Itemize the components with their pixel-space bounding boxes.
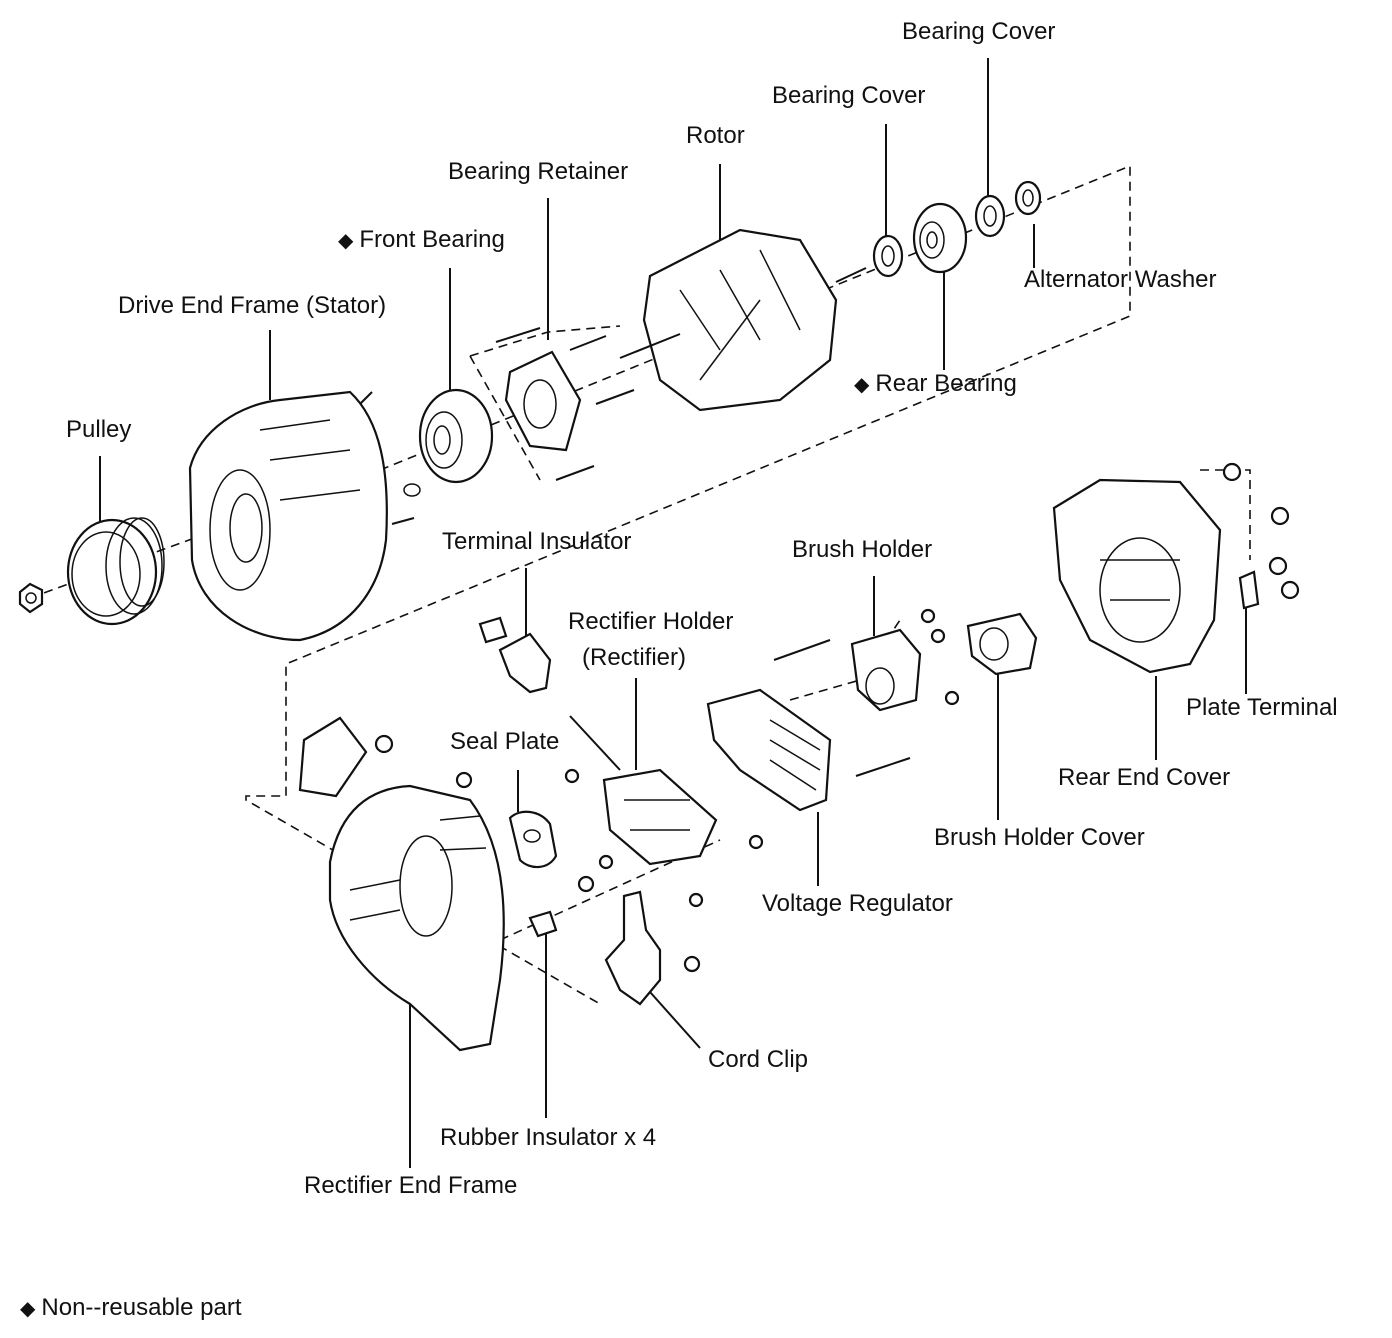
- label-rear-bearing: ◆Rear Bearing: [854, 370, 1017, 399]
- rectifier-end-frame-part: [298, 716, 595, 1052]
- non-reusable-icon: ◆: [20, 1298, 36, 1320]
- label-brush-holder: Brush Holder: [792, 536, 933, 563]
- legend-text: Non--reusable part: [41, 1294, 242, 1321]
- label-brush-holder-cover: Brush Holder Cover: [934, 824, 1145, 851]
- label-front-bearing: ◆Front Bearing: [338, 226, 505, 255]
- label-alternator-washer: Alternator Washer: [1024, 266, 1217, 293]
- legend: ◆Non--reusable part: [20, 1294, 242, 1323]
- label-rectifier-end-frame: Rectifier End Frame: [304, 1172, 518, 1199]
- label-cord-clip: Cord Clip: [708, 1046, 809, 1073]
- label-drive-end-frame: Drive End Frame (Stator): [118, 292, 387, 319]
- non-reusable-icon: ◆: [338, 230, 354, 252]
- non-reusable-icon: ◆: [854, 374, 870, 396]
- brush-holder-part: [773, 608, 960, 712]
- rotor-part: [619, 228, 867, 412]
- label-front-bearing-text: Front Bearing: [359, 226, 505, 253]
- rectifier-holder-part: [564, 715, 764, 908]
- seal-plate-part: [508, 810, 558, 869]
- pulley-part: [18, 517, 165, 626]
- label-rectifier-holder-sub: (Rectifier): [582, 644, 687, 671]
- bearing-cover-top-part: [974, 194, 1006, 238]
- label-plate-terminal: Plate Terminal: [1186, 694, 1338, 721]
- plate-terminal-part: [1238, 570, 1260, 610]
- label-rotor: Rotor: [686, 122, 745, 149]
- cord-clip-part: [604, 890, 701, 1006]
- label-terminal-insulator: Terminal Insulator: [442, 528, 632, 555]
- label-seal-plate: Seal Plate: [450, 728, 560, 755]
- label-rear-bearing-text: Rear Bearing: [875, 370, 1017, 397]
- drive-end-frame-part: [188, 390, 421, 642]
- label-rectifier-holder: Rectifier Holder: [568, 608, 734, 635]
- front-bearing-part: [418, 388, 494, 484]
- label-voltage-regulator: Voltage Regulator: [762, 890, 953, 917]
- label-rubber-insulator: Rubber Insulator x 4: [440, 1124, 657, 1151]
- rear-end-cover-part: [1052, 462, 1300, 674]
- leader-lines: [99, 58, 1247, 1168]
- alternator-washer-part: [1014, 180, 1042, 216]
- label-rear-end-cover: Rear End Cover: [1058, 764, 1231, 791]
- label-bearing-cover: Bearing Cover: [772, 82, 926, 109]
- brush-holder-cover-part: [966, 612, 1038, 676]
- label-bearing-retainer: Bearing Retainer: [448, 158, 629, 185]
- bearing-retainer-part: [495, 327, 635, 481]
- voltage-regulator-part: [706, 688, 911, 812]
- label-pulley: Pulley: [66, 416, 132, 443]
- terminal-insulator-part: [478, 616, 552, 694]
- label-bearing-cover-top: Bearing Cover: [902, 18, 1056, 45]
- rear-bearing-part: [912, 202, 968, 274]
- bearing-cover-part: [872, 234, 904, 278]
